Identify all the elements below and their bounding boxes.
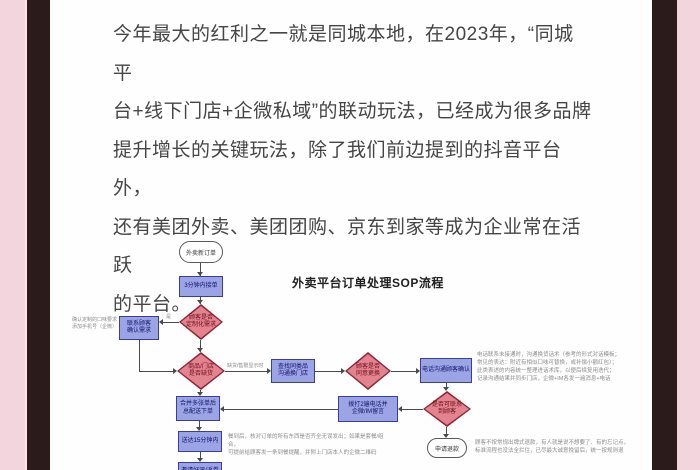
flow-node-start: 外卖新订单 <box>179 241 223 263</box>
flow-node-refund: 申请退款 <box>427 438 467 458</box>
flow-connector <box>446 427 447 434</box>
flowchart-title: 外卖平台订单处理SOP流程 <box>292 276 444 290</box>
flow-decision-custom-need: 顾客是否 定制化需求 <box>179 304 223 340</box>
content-panel <box>48 0 652 470</box>
flow-connector <box>163 322 179 323</box>
intro-paragraph: 今年最大的红利之一就是同城本地，在2023年，“同城平 台+线下门店+企微私域”… <box>113 24 592 315</box>
arrowhead-icon <box>220 406 224 412</box>
flow-node-follow-up: 送达15分钟内 <box>178 431 222 452</box>
flow-connector <box>200 390 201 393</box>
flow-decision-reachable: 是否可联系 到顾客 <box>423 391 471 427</box>
arrowhead-icon <box>173 368 177 374</box>
arrowhead-icon <box>267 368 271 374</box>
arrowhead-icon <box>398 406 402 412</box>
flow-node-phone-confirm: 电话沟通顾客确认 <box>420 358 472 383</box>
flow-node-retry-contact: 拨打2遍电话并 企微/IM留言 <box>338 396 398 422</box>
edge-label-stockout: 缺货/售罄显示时 <box>227 363 264 369</box>
flow-node-merge-dispatch: 合并多张单后 总配送下单 <box>176 396 220 421</box>
flow-connector <box>315 371 341 372</box>
flow-decision-agree-change: 顾客是否 同意更换 <box>345 352 391 390</box>
flow-node-accept-order: 3分钟内接单 <box>179 276 223 297</box>
arrowhead-icon <box>197 458 203 462</box>
arrowhead-icon <box>416 368 420 374</box>
flow-connector <box>139 371 173 372</box>
edge-label-yes: 是 <box>166 314 172 320</box>
flow-connector <box>402 409 423 410</box>
flow-connector <box>391 371 416 372</box>
arrowhead-icon <box>197 392 203 396</box>
arrowhead-icon <box>159 319 163 325</box>
arrowhead-icon <box>443 387 449 391</box>
flow-node-review-invite: 邀请好评/返券 <box>178 462 222 470</box>
arrowhead-icon <box>197 348 203 352</box>
right-frame-bar <box>652 0 677 470</box>
flow-connector <box>446 383 447 388</box>
flow-connector <box>200 263 201 276</box>
flow-decision-stock-check: 商品/门店 是否缺货 <box>177 352 225 390</box>
arrowhead-icon <box>341 368 345 374</box>
note-delivery: 餐到后，核对订单的所有东西是否齐全无误发出；如果是套餐/组合， 可提前给顾客发一… <box>228 434 384 456</box>
flow-connector <box>199 421 200 428</box>
flow-connector <box>200 452 201 458</box>
flow-connector <box>139 340 140 371</box>
arrowhead-icon <box>443 434 449 438</box>
flow-connector <box>224 409 338 410</box>
left-frame-bar <box>25 0 50 470</box>
flow-node-contact-confirm: 联系顾客 确认需求 <box>119 316 159 340</box>
flow-connector <box>225 371 267 372</box>
flow-connector <box>200 340 201 352</box>
arrowhead-icon <box>197 300 203 304</box>
flow-node-find-substitute: 查找同类品 沟通换门店 <box>271 359 315 383</box>
note-phone: 电话联系未接通时，沟通换货话术（参考的形式对话模板； 常见的表达：附近有相似口味… <box>477 352 621 382</box>
arrowhead-icon <box>197 272 203 276</box>
note-left: 确认定制的口味要求 添加手机号（企微） <box>71 317 117 331</box>
note-refund: 顾客不按常规出牌式退款，有人就是说不想要了、有的忘记点， 标准流程也没法全拦住，… <box>475 440 630 454</box>
arrowhead-icon <box>196 427 202 431</box>
